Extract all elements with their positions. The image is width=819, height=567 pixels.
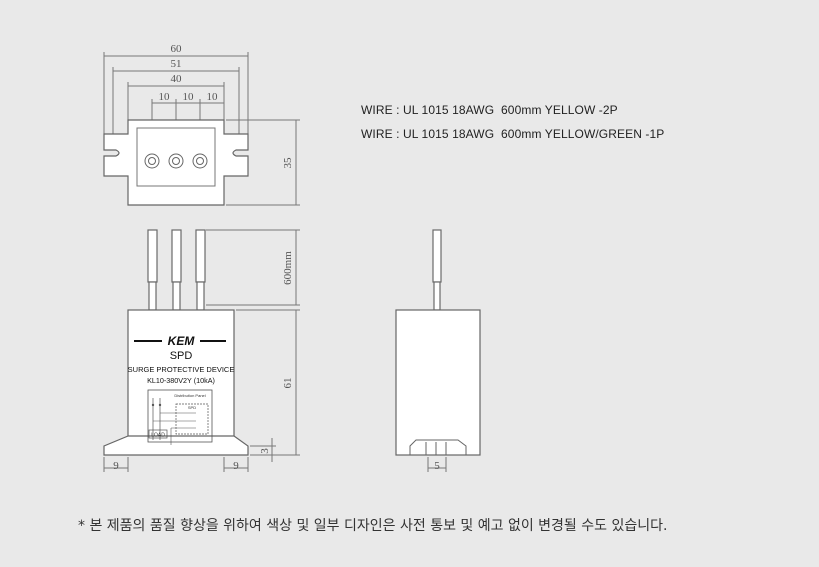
front-flange — [103, 435, 249, 456]
brand-logo: KEM — [168, 334, 196, 348]
dim-flange-left: 9 — [103, 457, 129, 472]
wire-spec-2: WIRE : UL 1015 18AWG 600mm YELLOW/GREEN … — [361, 127, 665, 141]
dim-body-width-label: 40 — [171, 73, 183, 85]
load-label: LOAD — [151, 433, 165, 439]
dim-top-depth: 35 — [226, 119, 300, 206]
wire-spec-1: WIRE : UL 1015 18AWG 600mm YELLOW -2P — [361, 103, 618, 117]
dim-mount-pitch-label: 51 — [171, 58, 182, 70]
product-model: KL10-380V2Y (10kA) — [147, 376, 215, 385]
dim-side-slot: 5 — [427, 457, 447, 472]
dim-flange-right: 9 — [223, 457, 249, 472]
dim-pitch-3-label: 10 — [207, 91, 219, 103]
front-view: 600mm KEM SPD SURGE PROTECTIVE DEVICE KL… — [103, 229, 300, 472]
dim-body-height-label: 61 — [282, 378, 294, 389]
dim-body-height: 61 — [236, 309, 300, 456]
dim-wire-length-label: 600mm — [282, 251, 294, 285]
dim-top-depth-label: 35 — [282, 157, 294, 169]
disclaimer-notice: * 본 제품의 품질 향상을 위하여 색상 및 일부 디자인은 사전 통보 및 … — [78, 518, 668, 534]
side-wire — [432, 229, 442, 283]
side-body — [395, 309, 481, 456]
side-slot — [409, 439, 467, 455]
front-body — [127, 309, 235, 453]
dim-flange-thickness-label: 3 — [259, 448, 271, 454]
product-label: KEM SPD SURGE PROTECTIVE DEVICE KL10-380… — [128, 334, 235, 385]
dim-overall-width-label: 60 — [171, 43, 183, 55]
dim-wire-length: 600mm — [206, 229, 300, 306]
wiring-diagram: Distribution Panel SPD LOAD — [147, 389, 213, 445]
product-name: SPD — [170, 350, 193, 362]
spd-label: SPD — [188, 405, 196, 410]
terminal-panel — [136, 127, 216, 187]
product-description: SURGE PROTECTIVE DEVICE — [128, 365, 235, 374]
dim-side-slot-label: 5 — [434, 460, 440, 472]
panel-label: Distribution Panel — [174, 393, 205, 398]
dim-flange-left-label: 9 — [113, 460, 119, 472]
dim-flange-thickness: 3 — [250, 438, 276, 462]
dim-pitch-1-label: 10 — [159, 91, 171, 103]
front-wires — [147, 229, 206, 311]
dim-flange-right-label: 9 — [233, 460, 239, 472]
dim-pitch-2-label: 10 — [183, 91, 195, 103]
top-view-outline — [103, 119, 249, 206]
side-view: 5 — [395, 229, 481, 472]
terminals — [144, 153, 208, 169]
top-view: 60 51 40 10 10 10 — [103, 43, 300, 206]
